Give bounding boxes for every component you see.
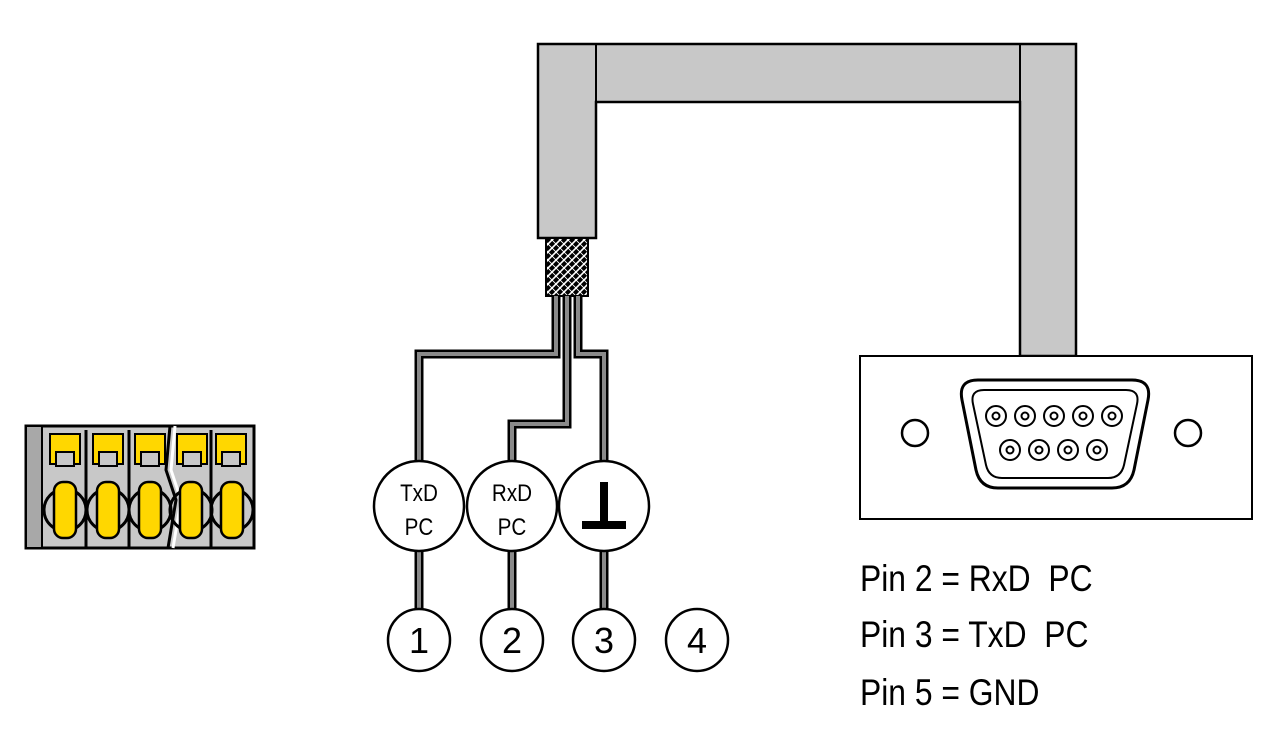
pin-legend-line: Pin 2 = RxD PC xyxy=(860,558,1093,599)
cable-shield-braid xyxy=(545,237,589,297)
mounting-hole xyxy=(900,418,930,448)
signal-ground xyxy=(557,459,651,553)
dsub9-connector xyxy=(859,355,1253,520)
signal-txd-pc: TxD PC xyxy=(372,459,466,553)
signal-label: RxD xyxy=(492,480,532,507)
terminal-number: 2 xyxy=(502,620,522,661)
terminal-slot xyxy=(168,433,214,540)
mounting-hole xyxy=(1173,418,1203,448)
terminal-3: 3 xyxy=(571,607,637,673)
terminal-block xyxy=(24,424,256,550)
terminal-slot xyxy=(127,433,173,540)
terminal-1: 1 xyxy=(386,607,452,673)
terminal-number: 1 xyxy=(409,620,429,661)
signal-rxd-pc: RxD PC xyxy=(465,459,559,553)
pin-legend-line: Pin 5 = GND xyxy=(860,672,1040,713)
cable xyxy=(536,42,1078,358)
signal-label: PC xyxy=(498,514,527,541)
terminal-slot xyxy=(42,433,88,540)
wires xyxy=(414,296,609,610)
terminal-4: 4 xyxy=(664,607,730,673)
terminal-slot xyxy=(209,433,255,540)
terminal-number: 3 xyxy=(594,620,614,661)
signal-label: PC xyxy=(405,514,434,541)
signal-label: TxD xyxy=(400,480,438,507)
pin-legend-line: Pin 3 = TxD PC xyxy=(860,614,1089,655)
terminal-slot xyxy=(85,433,131,540)
connector-pins xyxy=(985,405,1123,461)
terminal-2: 2 xyxy=(479,607,545,673)
terminal-number: 4 xyxy=(687,620,707,661)
ground-symbol-icon xyxy=(582,482,626,529)
